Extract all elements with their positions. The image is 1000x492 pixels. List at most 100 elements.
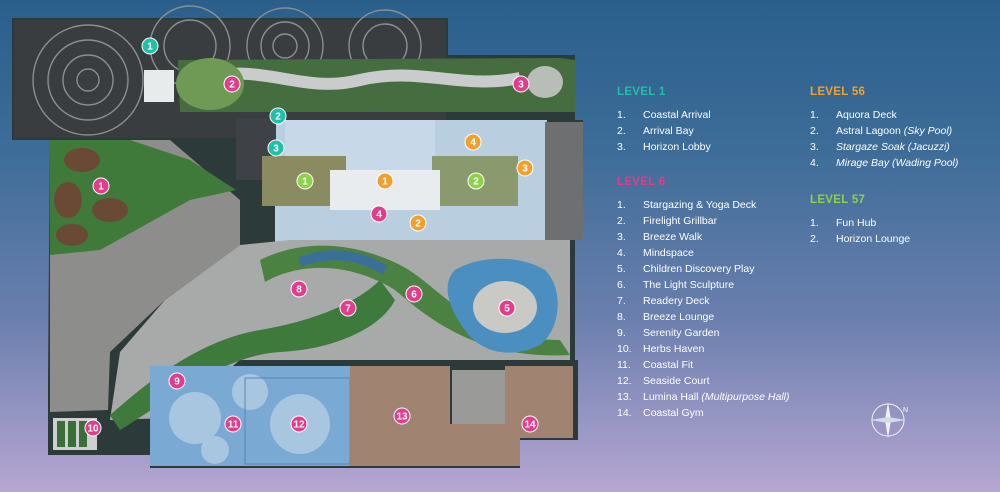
legend-item-label: Stargazing & Yoga Deck — [643, 199, 757, 211]
lawn-oval — [176, 58, 244, 110]
herbs-beds — [57, 421, 87, 447]
marker-number: 6 — [411, 290, 417, 301]
legend-item-number: 4. — [617, 247, 626, 259]
legend-item-label: Coastal Arrival — [643, 109, 711, 121]
marker-level6-8[interactable]: 8 — [290, 280, 308, 298]
marker-level6-13[interactable]: 13 — [393, 407, 411, 425]
legend-item-level6-14: 14.Coastal Gym — [617, 405, 789, 421]
marker-number: 5 — [504, 304, 510, 315]
arrival-shelter — [144, 70, 174, 102]
marker-number: 14 — [524, 420, 536, 431]
legend-item-number: 11. — [617, 359, 631, 371]
legend-item-number: 14. — [617, 407, 632, 419]
legend-item-label: Horizon Lounge — [836, 233, 911, 245]
legend-item-label: Fun Hub — [836, 217, 877, 229]
legend-item-level56-2: 2.Astral Lagoon (Sky Pool) — [810, 123, 958, 139]
legend-item-number: 3. — [617, 141, 626, 153]
marker-number: 3 — [522, 164, 528, 175]
legend-item-label: Lumina Hall — [643, 391, 699, 403]
gym-block-top — [452, 370, 506, 424]
legend-item-level6-13: 13.Lumina Hall (Multipurpose Hall) — [617, 389, 789, 405]
legend-item-level6-10: 10.Herbs Haven — [617, 341, 789, 357]
legend-item-label: Herbs Haven — [643, 343, 705, 355]
legend-item-number: 1. — [810, 217, 819, 229]
marker-level6-7[interactable]: 7 — [339, 299, 357, 317]
marker-level6-11[interactable]: 11 — [224, 415, 242, 433]
legend-item-number: 2. — [617, 215, 626, 227]
marker-level1-2[interactable]: 2 — [269, 107, 287, 125]
marker-number: 3 — [273, 144, 279, 155]
court-circles — [169, 374, 330, 464]
legend-item-label: Mindspace — [643, 247, 694, 259]
legend-item-label: Aquora Deck — [836, 109, 897, 121]
legend-item-number: 1. — [617, 199, 626, 211]
compass-label: N — [903, 407, 908, 414]
marker-level1-1[interactable]: 1 — [141, 37, 159, 55]
legend-item-label: Firelight Grillbar — [643, 215, 718, 227]
legend-item-level56-4: 4.Mirage Bay (Wading Pool) — [810, 155, 958, 171]
marker-level6-6[interactable]: 6 — [405, 285, 423, 303]
legend-item-level56-3: 3.Stargaze Soak (Jacuzzi) — [810, 139, 958, 155]
marker-level56-3[interactable]: 3 — [516, 159, 534, 177]
marker-number: 4 — [376, 210, 382, 221]
marker-number: 12 — [293, 420, 305, 431]
marker-level6-9[interactable]: 9 — [168, 372, 186, 390]
legend-item-level6-1: 1. Stargazing & Yoga Deck — [617, 197, 789, 213]
legend-item-number: 3. — [617, 231, 626, 243]
legend-item-level6-6: 6.The Light Sculpture — [617, 277, 789, 293]
legend-item-number: 13. — [617, 391, 632, 403]
legend-item-level57-2: 2.Horizon Lounge — [810, 231, 910, 247]
marker-level1-3[interactable]: 3 — [267, 139, 285, 157]
marker-level6-3[interactable]: 3 — [512, 75, 530, 93]
marker-level6-5[interactable]: 5 — [498, 299, 516, 317]
legend-item-label: Seaside Court — [643, 375, 710, 387]
legend-list: 1. Fun Hub 2.Horizon Lounge — [810, 215, 910, 247]
legend-item-level6-11: 11.Coastal Fit — [617, 357, 789, 373]
marker-level56-4[interactable]: 4 — [464, 133, 482, 151]
legend-item-label: Children Discovery Play — [643, 263, 755, 275]
legend-item-level6-3: 3.Breeze Walk — [617, 229, 789, 245]
side-wing — [545, 122, 583, 240]
garden-top — [178, 58, 575, 112]
legend-item-level56-1: 1. Aquora Deck — [810, 107, 958, 123]
marker-number: 2 — [473, 177, 479, 188]
marker-level6-10[interactable]: 10 — [84, 419, 102, 437]
marker-level6-12[interactable]: 12 — [290, 415, 308, 433]
marker-number: 10 — [87, 424, 99, 435]
legend-item-label: Astral Lagoon — [836, 125, 901, 137]
marker-level56-1[interactable]: 1 — [376, 172, 394, 190]
winding-garden-a — [110, 280, 395, 430]
marker-level56-2[interactable]: 2 — [409, 214, 427, 232]
compass-rose-icon: N — [870, 402, 908, 438]
legend-item-level57-1: 1. Fun Hub — [810, 215, 910, 231]
marker-level6-2[interactable]: 2 — [223, 75, 241, 93]
legend-item-number: 5. — [617, 263, 626, 275]
marker-number: 2 — [275, 112, 281, 123]
marker-level6-14[interactable]: 14 — [521, 415, 539, 433]
legend-item-number: 9. — [617, 327, 626, 339]
marker-number: 1 — [302, 177, 308, 188]
marker-level57-1[interactable]: 1 — [296, 172, 314, 190]
marker-level6-4[interactable]: 4 — [370, 205, 388, 223]
marker-level6-1[interactable]: 1 — [92, 177, 110, 195]
legend-level6: LEVEL 6 1. Stargazing & Yoga Deck 2. Fireli… — [617, 176, 789, 421]
marker-level57-2[interactable]: 2 — [467, 172, 485, 190]
marker-number: 1 — [147, 42, 153, 53]
legend-item-number: 1. — [810, 109, 819, 121]
legend-item-label: The Light Sculpture — [643, 279, 735, 291]
legend-item-label: Horizon Lobby — [643, 141, 711, 153]
legend-item-label: Arrival Bay — [643, 125, 694, 137]
marker-number: 4 — [470, 138, 476, 149]
legend-item-level1-2: 2.Arrival Bay — [617, 123, 711, 139]
legend-title: LEVEL 6 — [617, 176, 666, 188]
legend-item-level6-8: 8.Breeze Lounge — [617, 309, 789, 325]
marker-number: 13 — [396, 412, 408, 423]
marker-number: 8 — [296, 285, 302, 296]
legend-item-number: 8. — [617, 311, 626, 323]
marker-number: 1 — [382, 177, 388, 188]
